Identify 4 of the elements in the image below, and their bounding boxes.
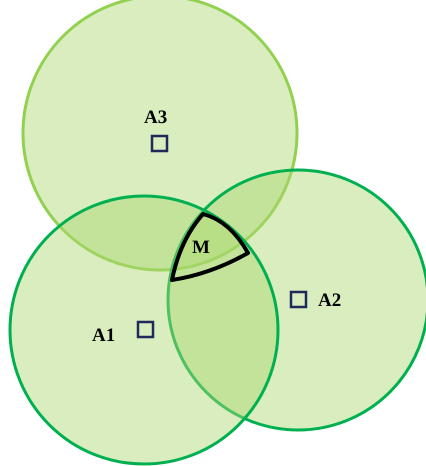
- anchor-label: A1: [92, 326, 116, 346]
- region-label: M: [192, 238, 210, 258]
- anchor-label: A3: [144, 108, 168, 128]
- anchor-label: A2: [318, 291, 342, 311]
